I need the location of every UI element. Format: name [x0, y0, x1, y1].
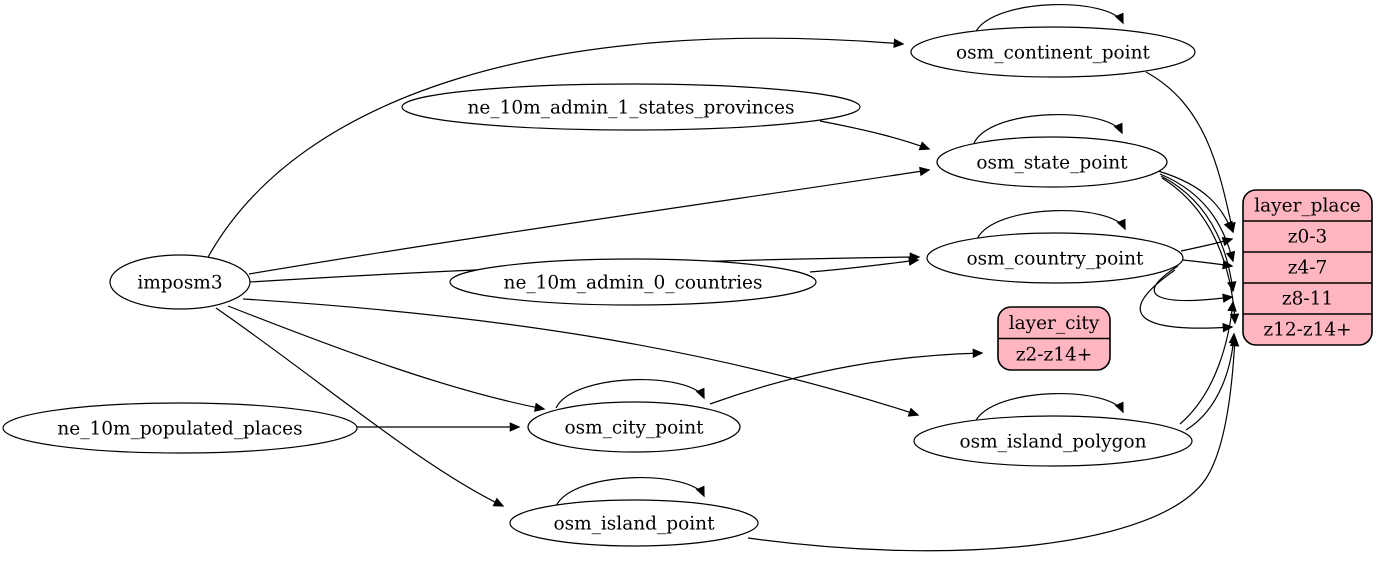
- table-ellipse-osm_state_point: [936, 136, 1168, 188]
- edge-osm_country_point-to-layer_place-z12-z14+: [1139, 269, 1234, 333]
- edge-osm_state_point-to-layer_place-z0-3: [1157, 170, 1233, 233]
- table-ellipse-ne_10m_populated_places: [2, 402, 358, 454]
- edge-osm_country_point-to-layer_place-z8-11: [1153, 265, 1234, 303]
- table-label-ne_10m_populated_places: ne_10m_populated_places: [57, 419, 302, 440]
- edge-osm_city_point-to-layer_city-z2-z14+: [709, 348, 984, 405]
- nodes-group: imposm3 ne_10m_admin_1_states_provincesne…: [2, 4, 1373, 547]
- table-label-osm_state_point: osm_state_point: [976, 153, 1128, 174]
- table-label-osm_country_point: osm_country_point: [967, 249, 1145, 270]
- edges-group: [206, 37, 1240, 552]
- table-node-osm_continent_point: osm_continent_point: [910, 4, 1196, 78]
- table-node-osm_country_point: osm_country_point: [926, 210, 1184, 284]
- table-node-ne_10m_populated_places: ne_10m_populated_places: [2, 402, 358, 454]
- edge-osm_state_point-to-layer_place-z4-7: [1159, 173, 1236, 263]
- table-node-osm_state_point: osm_state_point: [936, 114, 1168, 188]
- edge-osm_country_point-to-layer_place-z0-3: [1180, 236, 1234, 252]
- edge-osm_island_polygon-to-layer_place-z8-11: [1179, 300, 1237, 425]
- table-node-ne_10m_admin_1_states_provinces: ne_10m_admin_1_states_provinces: [401, 83, 861, 131]
- edge-imposm3-to-osm_city_point: [227, 305, 546, 412]
- layer-row-layer_city-0: layer_city: [1009, 313, 1100, 334]
- edge-osm_state_point-self-loop: [973, 114, 1123, 144]
- layer-node-layer_city: layer_city z2-z14+: [997, 306, 1111, 371]
- layer-node-layer_place: layer_place z0-3 z4-7 z8-11 z12-z14+: [1242, 189, 1373, 346]
- edge-imposm3-to-osm_island_polygon: [242, 298, 920, 417]
- edge-osm_continent_point-to-layer_place-z0-3: [1145, 71, 1236, 234]
- layer-row-layer_place-0: layer_place: [1254, 196, 1361, 217]
- table-label-ne_10m_admin_1_states_provinces: ne_10m_admin_1_states_provinces: [468, 98, 795, 119]
- table-label-osm_island_polygon: osm_island_polygon: [959, 432, 1146, 453]
- table-node-osm_city_point: osm_city_point: [527, 379, 741, 453]
- table-label-osm_continent_point: osm_continent_point: [956, 43, 1150, 64]
- table-ellipse-ne_10m_admin_0_countries: [449, 258, 817, 306]
- table-label-osm_city_point: osm_city_point: [564, 418, 704, 439]
- table-node-ne_10m_admin_0_countries: ne_10m_admin_0_countries: [449, 258, 817, 306]
- edge-ne_10m_admin_0_countries-to-osm_country_point: [809, 256, 920, 273]
- edge-imposm3-to-osm_state_point: [248, 166, 931, 275]
- edge-ne_10m_admin_1_states_provinces-to-osm_state_point: [819, 120, 931, 151]
- layer-row-layer_place-3: z8-11: [1282, 289, 1333, 310]
- edge-imposm3-to-osm_continent_point: [206, 37, 905, 260]
- table-ellipse-osm_island_polygon: [913, 415, 1193, 467]
- edge-imposm3-to-osm_island_point: [215, 307, 505, 507]
- table-node-osm_island_point: osm_island_point: [509, 477, 759, 547]
- edge-osm_continent_point-self-loop: [974, 4, 1124, 34]
- table-label-ne_10m_admin_0_countries: ne_10m_admin_0_countries: [504, 273, 763, 294]
- table-label-imposm3: imposm3: [137, 273, 222, 294]
- edge-osm_city_point-self-loop: [555, 379, 705, 409]
- edge-osm_country_point-to-layer_place-z4-7: [1182, 259, 1234, 270]
- table-ellipse-osm_island_point: [509, 499, 759, 547]
- table-label-osm_island_point: osm_island_point: [553, 514, 715, 535]
- table-node-imposm3: imposm3: [109, 254, 251, 310]
- edge-osm_country_point-self-loop: [976, 210, 1126, 240]
- table-ellipse-osm_continent_point: [910, 26, 1196, 78]
- table-ellipse-imposm3: [109, 254, 251, 310]
- layer-row-layer_place-2: z4-7: [1288, 258, 1328, 279]
- edge-osm_island_point-self-loop: [555, 477, 705, 507]
- table-node-osm_island_polygon: osm_island_polygon: [913, 393, 1193, 467]
- table-ellipse-osm_country_point: [926, 232, 1184, 284]
- edge-osm_state_point-to-layer_place-z8-11: [1160, 175, 1237, 293]
- layer-row-layer_place-1: z0-3: [1288, 227, 1328, 248]
- edge-osm_island_polygon-self-loop: [974, 393, 1124, 423]
- layer-row-layer_city-1: z2-z14+: [1016, 344, 1093, 365]
- layer-box-layer_place: [1242, 189, 1373, 346]
- layer-row-layer_place-4: z12-z14+: [1263, 320, 1351, 341]
- table-ellipse-ne_10m_admin_1_states_provinces: [401, 83, 861, 131]
- edge-osm_island_point-to-layer_place-z12-z14+: [747, 335, 1240, 552]
- table-ellipse-osm_city_point: [527, 401, 741, 453]
